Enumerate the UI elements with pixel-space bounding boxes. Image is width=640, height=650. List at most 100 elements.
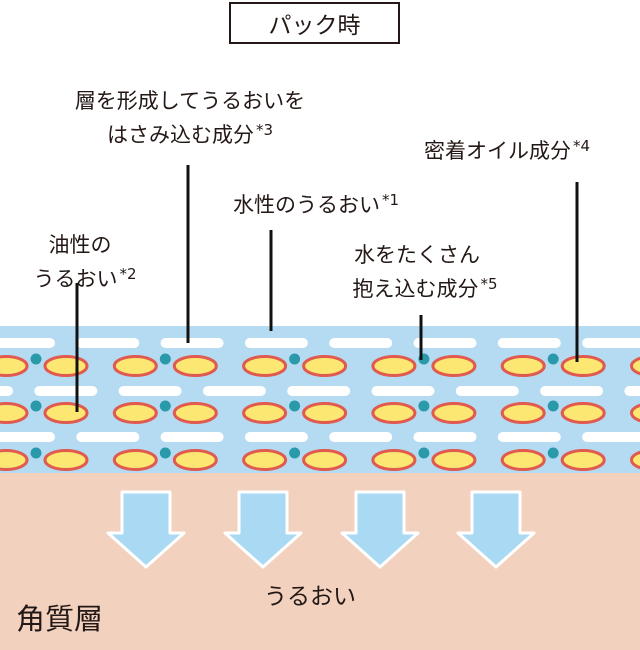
water-dash <box>202 386 266 396</box>
label-oil-moisture-line1: 油性の <box>48 233 112 257</box>
label-water-moisture: 水性のうるおい*1 <box>233 188 399 224</box>
label-oil-moisture: 油性の うるおい*2 <box>10 228 160 298</box>
water-holding-dot <box>289 400 301 412</box>
water-dash <box>582 338 640 348</box>
moisture-label: うるおい <box>264 584 356 610</box>
oil-ellipse <box>0 402 29 424</box>
oil-ellipse <box>43 449 89 471</box>
oil-ellipse <box>560 402 606 424</box>
down-arrow <box>456 490 536 569</box>
oil-ellipse <box>371 402 417 424</box>
stratum-corneum-area <box>0 473 640 650</box>
water-dash <box>413 338 477 348</box>
oil-ellipse <box>431 449 477 471</box>
label-water-holding-line1: 水をたくさん <box>354 243 480 267</box>
oil-ellipse <box>0 355 29 377</box>
oil-ellipse <box>630 450 640 470</box>
oil-ellipse <box>242 449 288 471</box>
label-layer-component: 層を形成してうるおいを はさみ込む成分*3 <box>40 84 340 154</box>
water-dash <box>329 338 393 348</box>
water-dash <box>540 386 604 396</box>
oil-ellipse <box>371 355 417 377</box>
water-holding-dot <box>418 447 430 459</box>
oil-ellipse <box>43 402 89 424</box>
water-dash <box>287 386 351 396</box>
water-dash <box>624 386 640 396</box>
oil-ellipse <box>560 449 606 471</box>
oil-ellipse <box>431 355 477 377</box>
note-1: *1 <box>382 191 400 209</box>
label-layer-component-line1: 層を形成してうるおいを <box>74 89 306 113</box>
water-dash <box>497 338 561 348</box>
label-layer-component-line2-wrap: はさみ込む成分*3 <box>40 118 340 154</box>
label-oil-moisture-line2-wrap: うるおい*2 <box>10 262 160 298</box>
water-holding-dot <box>30 353 42 365</box>
note-3: *3 <box>255 121 274 139</box>
oil-ellipse <box>371 449 417 471</box>
water-dash <box>160 338 224 348</box>
label-adhesive-oil: 密着オイル成分*4 <box>424 134 590 170</box>
water-dash <box>160 432 224 442</box>
oil-ellipse <box>560 355 606 377</box>
water-dash <box>244 432 308 442</box>
water-holding-dot <box>30 447 42 459</box>
water-dash <box>0 338 55 348</box>
water-holding-dot <box>30 400 42 412</box>
water-holding-dot <box>547 447 559 459</box>
note-4: *4 <box>573 137 591 155</box>
title-box: パック時 <box>229 2 400 44</box>
water-dash <box>582 432 640 442</box>
water-dash <box>413 432 477 442</box>
water-dash <box>34 386 98 396</box>
water-dash <box>455 386 519 396</box>
oil-ellipse <box>500 355 546 377</box>
pack-layer <box>0 326 640 473</box>
oil-ellipse <box>242 355 288 377</box>
label-water-holding: 水をたくさん 抱え込む成分*5 <box>330 238 520 308</box>
water-dash <box>497 432 561 442</box>
water-holding-dot <box>289 353 301 365</box>
water-holding-dot <box>418 400 430 412</box>
down-arrow <box>340 490 420 569</box>
oil-ellipse <box>500 449 546 471</box>
oil-ellipse <box>302 402 348 424</box>
water-dash <box>76 432 140 442</box>
oil-ellipse <box>630 403 640 423</box>
oil-ellipse <box>431 402 477 424</box>
stratum-corneum-label: 角質層 <box>16 602 104 636</box>
water-dash <box>0 432 55 442</box>
note-5: *5 <box>480 275 498 293</box>
oil-ellipse <box>500 402 546 424</box>
oil-ellipse <box>242 402 288 424</box>
down-arrow <box>106 490 186 569</box>
oil-ellipse <box>112 355 158 377</box>
water-holding-dot <box>289 447 301 459</box>
down-arrow <box>223 490 303 569</box>
oil-ellipse <box>112 449 158 471</box>
oil-ellipse <box>0 449 29 471</box>
water-holding-dot <box>547 353 559 365</box>
oil-ellipse <box>630 356 640 376</box>
water-holding-dot <box>547 400 559 412</box>
water-dash <box>244 338 308 348</box>
water-holding-dot <box>159 400 171 412</box>
label-water-holding-line2: 抱え込む成分 <box>352 277 479 301</box>
label-layer-component-line2: はさみ込む成分 <box>106 123 254 147</box>
oil-ellipse <box>172 402 218 424</box>
water-dash <box>371 386 435 396</box>
label-water-holding-line2-wrap: 抱え込む成分*5 <box>330 272 520 308</box>
water-dash <box>118 386 182 396</box>
oil-ellipse <box>302 355 348 377</box>
water-holding-dot <box>159 447 171 459</box>
label-oil-moisture-line2: うるおい <box>33 267 118 291</box>
note-2: *2 <box>119 265 137 283</box>
water-dash <box>0 386 13 396</box>
oil-ellipse <box>172 355 218 377</box>
label-adhesive-oil-text: 密着オイル成分 <box>424 139 571 163</box>
oil-ellipse <box>302 449 348 471</box>
oil-ellipse <box>172 449 218 471</box>
water-holding-dot <box>159 353 171 365</box>
oil-ellipse <box>112 402 158 424</box>
water-dash <box>76 338 140 348</box>
